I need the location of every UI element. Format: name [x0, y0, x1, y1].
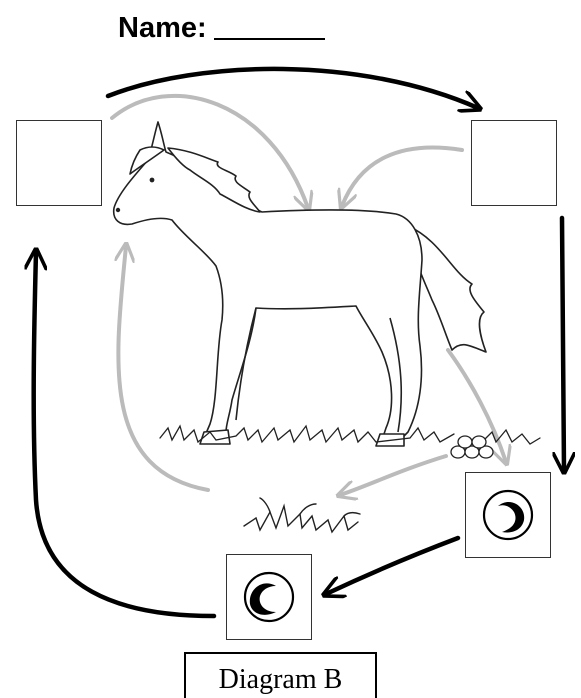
dung-pile-icon	[450, 435, 494, 459]
answer-box-top-right[interactable]	[471, 120, 557, 206]
black-arrow-left	[34, 252, 217, 619]
gray-flow-arrows	[110, 94, 506, 495]
decomposer-box-bottom-right	[465, 472, 551, 558]
black-arrow-top	[105, 66, 478, 108]
ground-grass	[159, 424, 541, 445]
gray-arrow-horse-to-dung	[446, 348, 506, 462]
gray-arrow-grass-to-horse	[118, 246, 210, 492]
crescent-circle-icon-bl	[243, 571, 295, 623]
decomposer-box-bottom-left	[226, 554, 312, 640]
answer-box-top-left[interactable]	[16, 120, 102, 206]
horse-tail	[407, 225, 487, 353]
black-cycle-arrows	[34, 66, 564, 619]
gray-arrow-dung-to-grass	[340, 454, 448, 495]
diagram-caption: Diagram B	[184, 652, 377, 698]
horse-body	[112, 121, 423, 441]
gray-arrow-box-tr-to-horse	[342, 145, 464, 206]
gray-arrow-box-tl-to-horse	[110, 94, 308, 208]
horse-mane	[167, 147, 261, 213]
crescent-circle-icon-br	[482, 489, 534, 541]
horse-icon	[112, 121, 487, 447]
name-label: Name:	[118, 12, 207, 44]
black-arrow-right	[562, 215, 564, 470]
black-arrow-br-to-bl	[326, 535, 461, 594]
grass-icon	[243, 497, 361, 534]
name-blank-line[interactable]	[214, 38, 325, 40]
